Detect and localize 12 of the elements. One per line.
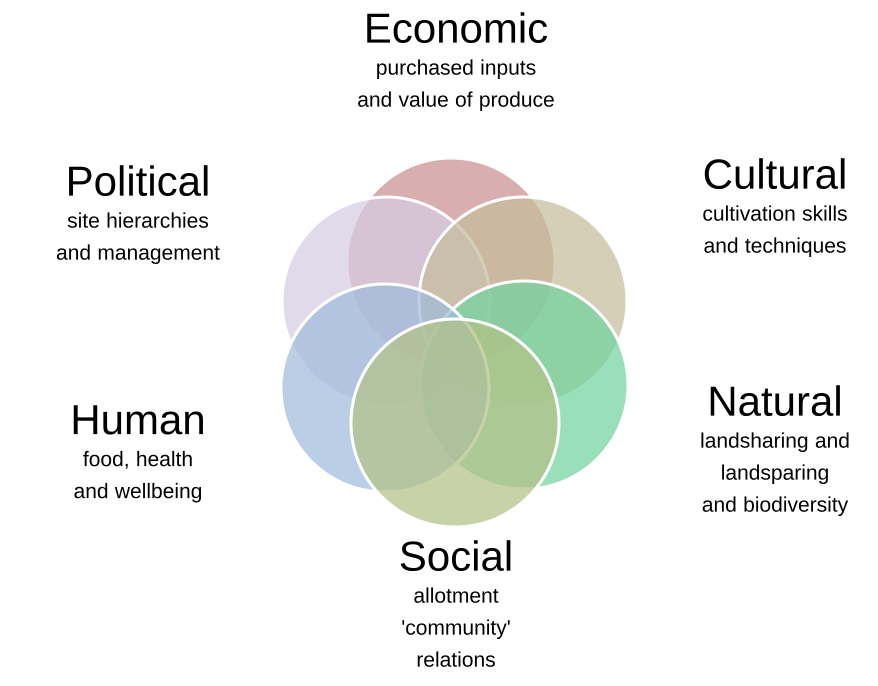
description: food, health and wellbeing	[74, 450, 202, 502]
heading: Political	[69, 165, 208, 196]
description: allotment 'community' relations	[402, 587, 510, 667]
heading: Human	[74, 405, 203, 434]
description: site hierarchies and management	[56, 212, 220, 264]
heading: Social	[400, 540, 510, 572]
description: purchased inputs and value of produce	[358, 59, 554, 111]
description: landsharing and landsparing and biodiversity	[701, 432, 849, 516]
heading: Economic	[367, 12, 548, 44]
description: cultivation skills and techniques	[703, 205, 847, 257]
heading: Cultural	[704, 158, 845, 190]
heading: Natural	[710, 385, 840, 416]
